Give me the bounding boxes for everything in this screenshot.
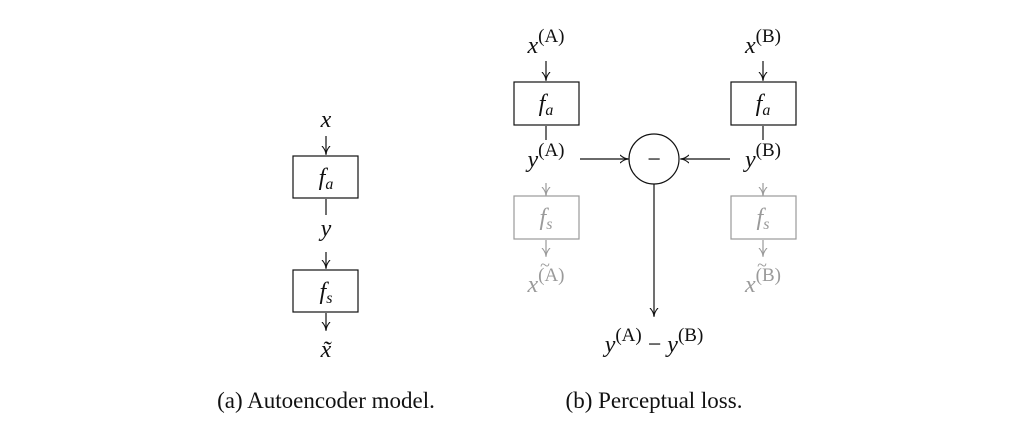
b-input-xa: x(A) bbox=[526, 26, 564, 59]
b-encoder-a-box bbox=[513, 81, 580, 126]
b-difference-label: y(A)−y(B) bbox=[603, 325, 704, 358]
b-caption: (b) Perceptual loss. bbox=[566, 388, 743, 413]
a-decoder-box bbox=[292, 269, 359, 313]
a-caption: (a) Autoencoder model. bbox=[217, 388, 435, 413]
a-encoder-box bbox=[292, 155, 359, 199]
a-output-xtilde: x̃ bbox=[320, 337, 333, 363]
b-encoder-b-box bbox=[730, 81, 797, 126]
b-latent-yb: y(B) bbox=[743, 140, 781, 173]
b-recon-b-tilde: ~ bbox=[757, 255, 767, 275]
b-encoder-a-label: fa bbox=[539, 91, 554, 119]
b-latent-ya: y(A) bbox=[525, 140, 564, 173]
b-decoder-a-box bbox=[513, 195, 580, 240]
panel-a-autoencoder: x fa y fs x̃ (a) Autoencoder model. bbox=[217, 107, 435, 413]
b-decoder-a-label: fs bbox=[540, 205, 553, 233]
a-input-x: x bbox=[320, 107, 332, 133]
b-recon-a-tilde: ~ bbox=[540, 255, 550, 275]
panel-b-perceptual-loss: x(A) fa y(A) fs x(A) ~ x(B) fa y(B) fs x… bbox=[513, 26, 797, 413]
b-encoder-b-label: fa bbox=[756, 91, 771, 119]
b-decoder-b-label: fs bbox=[757, 205, 770, 233]
a-decoder-label: fs bbox=[320, 279, 333, 307]
a-encoder-label: fa bbox=[319, 165, 334, 193]
b-minus-symbol: − bbox=[647, 147, 661, 173]
b-input-xb: x(B) bbox=[744, 26, 781, 59]
a-latent-y: y bbox=[319, 216, 332, 242]
b-recon-xb: x(B) bbox=[744, 265, 781, 298]
b-recon-xa: x(A) bbox=[526, 265, 564, 298]
b-decoder-b-box bbox=[730, 195, 797, 240]
